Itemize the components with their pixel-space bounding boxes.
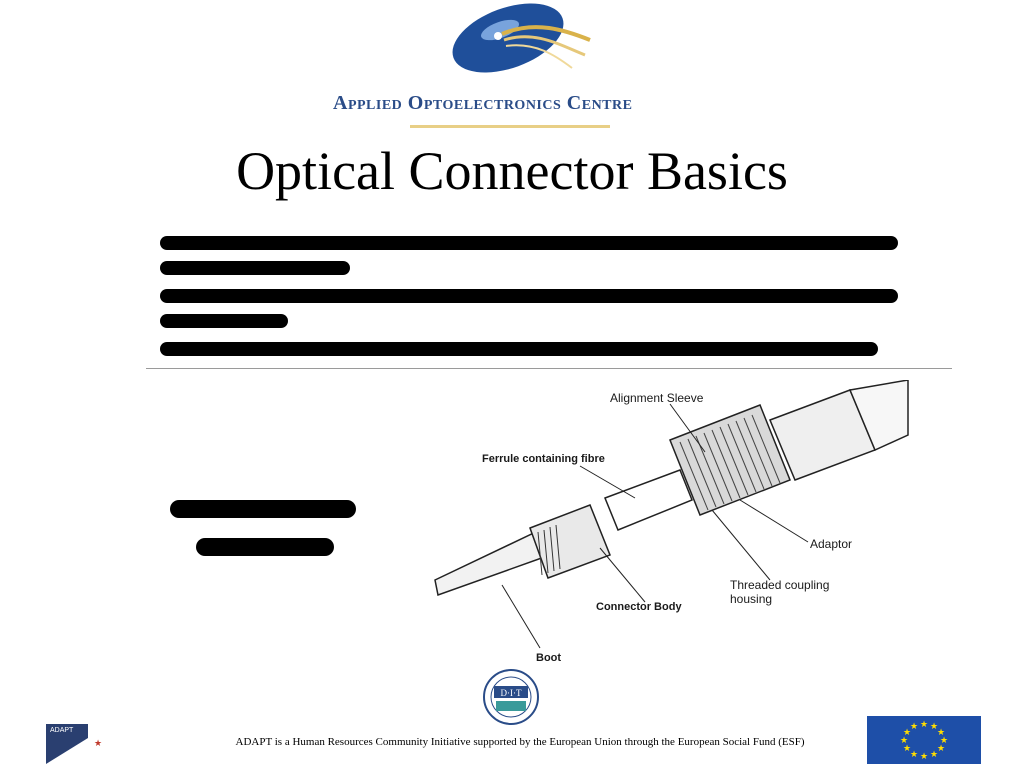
illegible-text-line [160, 314, 288, 328]
svg-text:★: ★ [940, 736, 948, 746]
label-threaded-coupling: Threaded coupling [730, 578, 829, 592]
svg-text:★: ★ [920, 720, 928, 730]
svg-text:★: ★ [910, 722, 918, 732]
label-boot: Boot [536, 652, 561, 664]
slide-title: Optical Connector Basics [236, 141, 788, 201]
illegible-text-line [160, 261, 350, 275]
svg-text:★: ★ [94, 738, 102, 748]
label-alignment-sleeve: Alignment Sleeve [610, 391, 704, 405]
centre-name: Applied Optoelectronics Centre [333, 92, 633, 114]
label-ferrule: Ferrule containing fibre [482, 453, 605, 465]
adapt-logo: ADAPT ★ [44, 722, 104, 766]
eu-flag: ★ ★ ★ ★ ★ ★ ★ ★ ★ ★ ★ ★ [867, 716, 981, 764]
illegible-text-line [160, 342, 878, 356]
svg-text:★: ★ [910, 750, 918, 760]
dit-logo: D·I·T [450, 668, 572, 726]
svg-text:★: ★ [903, 744, 911, 754]
svg-text:★: ★ [937, 728, 945, 738]
illegible-text-line [160, 236, 898, 250]
svg-text:★: ★ [937, 744, 945, 754]
connector-diagram: Alignment Sleeve Ferrule containing fibr… [430, 379, 910, 670]
aoc-logo [440, 0, 600, 80]
svg-text:★: ★ [920, 752, 928, 762]
svg-text:★: ★ [903, 728, 911, 738]
label-housing: housing [730, 592, 772, 606]
illegible-text-line [160, 289, 898, 303]
svg-text:★: ★ [900, 736, 908, 746]
svg-text:★: ★ [930, 722, 938, 732]
label-adaptor: Adaptor [810, 537, 852, 551]
dit-logo-text: D·I·T [501, 688, 522, 698]
illegible-caption-line [170, 500, 356, 518]
adapt-logo-text: ADAPT [50, 727, 74, 734]
divider [146, 368, 952, 369]
label-connector-body: Connector Body [596, 601, 682, 613]
svg-text:★: ★ [930, 750, 938, 760]
footer-text: ADAPT is a Human Resources Community Ini… [235, 736, 805, 748]
illegible-caption-line [196, 538, 334, 556]
centre-underline [410, 125, 610, 128]
